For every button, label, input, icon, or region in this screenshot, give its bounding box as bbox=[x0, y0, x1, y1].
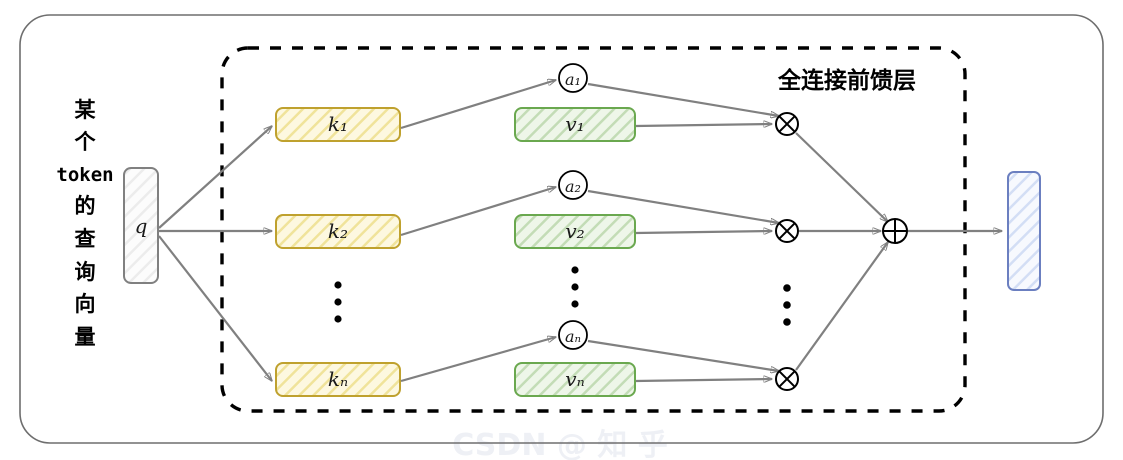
arrow-muln-to-sum bbox=[795, 242, 888, 371]
caption-char-5: 询 bbox=[75, 260, 96, 284]
arrow-v1-to-mul1 bbox=[635, 124, 772, 126]
attention-score-n-label: aₙ bbox=[565, 327, 581, 346]
column-ellipses bbox=[334, 266, 791, 326]
arrow-v2-to-mul2 bbox=[635, 231, 772, 233]
arrow-a2-to-mul2 bbox=[587, 189, 779, 223]
arrow-q-to-k1 bbox=[158, 126, 272, 229]
attention-score-n bbox=[558, 320, 588, 350]
query-vector-label: q bbox=[135, 214, 148, 238]
multiply-node-2 bbox=[775, 219, 799, 243]
arrow-mul1-to-sum bbox=[795, 132, 888, 222]
arrow-an-to-muln bbox=[587, 339, 779, 371]
caption-char-6: 向 bbox=[75, 292, 96, 316]
value-vector-n bbox=[514, 362, 636, 397]
attention-row-n: kₙ aₙ vₙ bbox=[275, 242, 888, 397]
key-vector-2 bbox=[275, 214, 401, 249]
multiply-node-n bbox=[775, 367, 799, 391]
output-vector bbox=[1007, 171, 1041, 291]
attention-block-frame bbox=[220, 46, 967, 413]
caption-char-7: 量 bbox=[75, 325, 96, 349]
query-vector: q bbox=[123, 167, 159, 284]
caption-char-4: 查 bbox=[75, 227, 96, 251]
attention-row-1: k₁ a₁ v₁ bbox=[275, 63, 888, 222]
attention-row-2: k₂ a₂ v₂ bbox=[275, 170, 881, 249]
attention-score-1 bbox=[558, 63, 588, 93]
caption-char-1: 个 bbox=[75, 130, 97, 154]
caption-char-0: 某 bbox=[75, 98, 97, 122]
attention-score-1-label: a₁ bbox=[565, 70, 581, 89]
output-vector-rect bbox=[1007, 171, 1041, 291]
arrow-vn-to-muln bbox=[635, 379, 772, 381]
key-vector-2-label: k₂ bbox=[328, 219, 348, 243]
sum-node bbox=[882, 218, 908, 244]
arrow-k2-to-a2 bbox=[400, 187, 556, 237]
value-vector-2-label: v₂ bbox=[565, 219, 584, 243]
diagram-outer-frame bbox=[19, 14, 1104, 444]
feed-forward-layer-label: 全连接前馈层 bbox=[777, 67, 916, 94]
value-vector-1-label: v₁ bbox=[565, 112, 584, 136]
caption-char-3: 的 bbox=[75, 194, 96, 218]
multiply-node-1 bbox=[775, 112, 799, 136]
query-vector-rect bbox=[123, 167, 159, 284]
attention-score-2-label: a₂ bbox=[565, 177, 581, 196]
key-vector-n-label: kₙ bbox=[328, 367, 348, 391]
attention-score-2 bbox=[558, 170, 588, 200]
arrow-a1-to-mul1 bbox=[587, 82, 779, 116]
key-vector-1 bbox=[275, 107, 401, 142]
value-vector-1 bbox=[514, 107, 636, 142]
key-vector-1-label: k₁ bbox=[328, 112, 348, 136]
value-vector-n-label: vₙ bbox=[565, 367, 584, 391]
caption-char-token: token bbox=[56, 164, 113, 186]
query-to-key-arrows bbox=[158, 126, 272, 381]
arrow-q-to-kn bbox=[158, 235, 272, 381]
key-column-ellipsis bbox=[334, 281, 342, 323]
arrow-k1-to-a1 bbox=[400, 80, 556, 130]
query-vector-caption: 某 个 token 的 查 询 向 量 bbox=[56, 98, 113, 349]
value-vector-2 bbox=[514, 214, 636, 249]
page-watermark: CSDN @ 知 乎 bbox=[452, 428, 668, 460]
key-vector-n bbox=[275, 362, 401, 397]
multiply-column-ellipsis bbox=[783, 284, 791, 326]
value-column-ellipsis bbox=[571, 266, 579, 308]
arrow-kn-to-an bbox=[400, 337, 556, 383]
